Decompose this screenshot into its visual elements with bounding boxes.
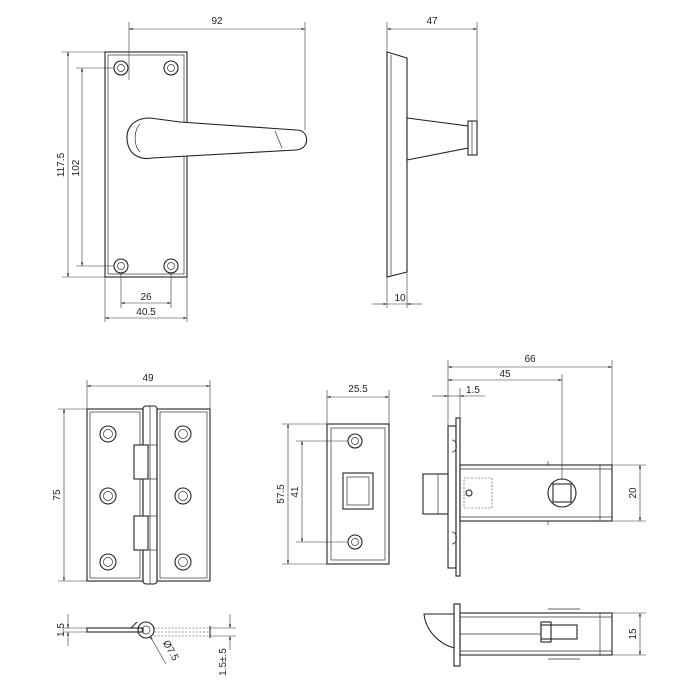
latch-side-view: 15: [423, 603, 646, 667]
dim-lever-depth: 47: [426, 16, 438, 27]
lever-arm: [126, 117, 308, 160]
dim-strike-hole-pitch: 41: [290, 486, 301, 498]
lever-front-view: 92 117.5 102 26 40.5: [56, 16, 308, 322]
dim-latch-backset: 45: [499, 369, 511, 380]
dim-hinge-width: 49: [142, 373, 154, 384]
dim-plate-height: 117.5: [56, 152, 67, 177]
screw-hole: [113, 258, 129, 274]
spindle-square: [552, 483, 572, 503]
screw-hole: [347, 534, 363, 550]
dim-hole-pitch-vertical: 102: [71, 159, 82, 176]
dim-latch-side-height: 15: [628, 628, 639, 640]
dim-plate-thickness: 10: [394, 293, 406, 304]
hinge-front-view: 49 75: [52, 373, 211, 585]
dim-faceplate-offset: 1.5: [466, 385, 480, 396]
screw-hole: [347, 433, 363, 449]
dim-lever-width: 92: [211, 16, 223, 27]
dim-strike-width: 25.5: [348, 384, 368, 395]
dim-hinge-height: 75: [52, 489, 63, 501]
screw-hole: [99, 425, 117, 443]
dim-hole-pitch-horizontal: 26: [140, 292, 152, 303]
dim-leaf-thickness: 1.5: [56, 623, 67, 637]
dim-knuckle-diameter: Ø7.5: [160, 639, 181, 664]
dim-latch-body-height: 20: [628, 487, 639, 499]
strike-plate-view: 25.5 57.5 41: [276, 384, 390, 565]
dim-plate-width: 40.5: [136, 307, 156, 318]
screw-hole: [174, 553, 192, 571]
dim-latch-length: 66: [524, 354, 536, 365]
dim-strike-height: 57.5: [276, 484, 287, 504]
latch-front-view: 66 45 1.5 20: [422, 354, 646, 577]
screw-hole: [174, 425, 192, 443]
lever-side-view: 47 10: [372, 16, 478, 308]
screw-hole: [163, 60, 179, 76]
screw-hole: [99, 487, 117, 505]
screw-hole: [174, 487, 192, 505]
hinge-edge-view: 1.5 Ø7.5 1.5±.5: [56, 614, 236, 676]
dim-hinge-gap: 1.5±.5: [218, 648, 229, 676]
latch-slot: [342, 472, 374, 510]
screw-hole: [163, 258, 179, 274]
screw-hole: [99, 553, 117, 571]
screw-hole: [113, 60, 129, 76]
